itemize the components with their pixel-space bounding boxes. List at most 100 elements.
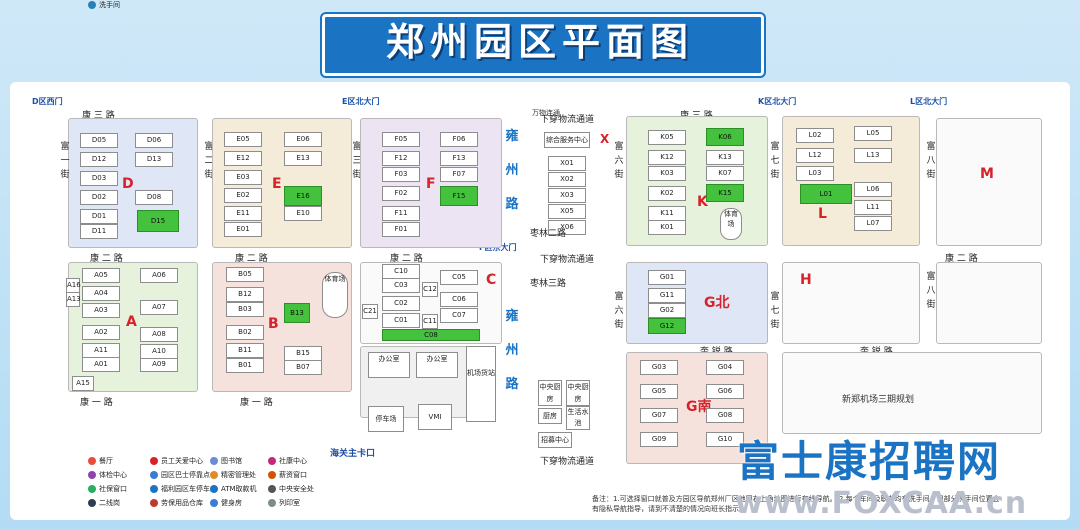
cell-e06: E06: [284, 132, 322, 147]
cell-g08: G08: [706, 408, 744, 423]
legend-label: 劳保用品仓库: [161, 499, 203, 507]
cell-k03: K03: [648, 166, 686, 181]
cell-g02: G02: [648, 303, 686, 318]
cell-k13: K13: [706, 150, 744, 165]
legend-label: 精密管理处: [221, 471, 256, 479]
cell-e05: E05: [224, 132, 262, 147]
cell-x01: X01: [548, 156, 586, 171]
cell-d12: D12: [80, 152, 118, 167]
map-note: 备注：1.可选择窗口就普及方园区导航郑州厂区地图右上角地图进行在线导航。 2.每…: [592, 495, 1000, 513]
cell-a04: A04: [82, 286, 120, 301]
road-xiachuan-north: 下穿物流通道: [540, 115, 595, 125]
zone-m-label: M: [980, 166, 994, 182]
cell-b05: B05: [226, 267, 264, 282]
sports-field-k: 体育场: [720, 208, 742, 240]
legend-item: 洗手间: [88, 0, 120, 10]
cell-f03: F03: [382, 167, 420, 182]
cell-d11: D11: [80, 224, 118, 239]
cell-a16: A16: [66, 278, 81, 293]
legend-item: 健身房: [210, 498, 242, 508]
road-fu-yi: 富 一 街: [60, 142, 70, 180]
title-banner: [322, 14, 764, 76]
cell-l01: L01: [800, 184, 852, 204]
legend-label: 中央安全处: [279, 485, 314, 493]
cell-e02: E02: [224, 188, 262, 203]
road-xiachuan-south: 下穿物流通道: [540, 457, 595, 467]
cell-f13: F13: [440, 151, 478, 166]
cell-g12: G12: [648, 318, 686, 334]
vmi-building: VMI: [418, 404, 452, 430]
cell-f12: F12: [382, 151, 420, 166]
cell-e01: E01: [224, 222, 262, 237]
legend-item: 二线岗: [88, 498, 120, 508]
cell-x05: X05: [548, 204, 586, 219]
cell-a09: A09: [140, 357, 178, 372]
legend-item: 图书馆: [210, 456, 242, 466]
cell-d01: D01: [80, 209, 118, 224]
cell-b11: B11: [226, 343, 264, 358]
cell-e10: E10: [284, 206, 322, 221]
cell-x02: X02: [548, 172, 586, 187]
cell-c11: C11: [422, 314, 438, 329]
cell-a05: A05: [82, 268, 120, 283]
cell-k07: K07: [706, 166, 744, 181]
road-zaolin-er: 枣林二路: [530, 229, 567, 239]
legend-label: 社保窗口: [99, 485, 127, 493]
cell-g09: G09: [640, 432, 678, 447]
cell-f02: F02: [382, 186, 420, 201]
legend-item: ATM取款机: [210, 484, 257, 494]
cell-l13: L13: [854, 148, 892, 163]
cell-k15: K15: [706, 184, 744, 202]
zone-x-label: X: [600, 132, 610, 146]
road-kang-er-mid: 康 二 路: [235, 254, 268, 264]
cell-c08: C08: [382, 329, 480, 341]
zone-g-south-label: G南: [686, 399, 712, 415]
legend-label: 健身房: [221, 499, 242, 507]
legend-label: 洗手间: [99, 1, 120, 9]
cell-g07: G07: [640, 408, 678, 423]
watermark-brand: 富士康招聘网: [737, 437, 1002, 486]
cell-a07: A07: [140, 300, 178, 315]
cell-f15: F15: [440, 186, 478, 206]
road-kang-er-center: 康 二 路: [390, 254, 423, 264]
legend-item: 社保窗口: [88, 484, 127, 494]
legend-marker-icon: [88, 485, 96, 493]
cell-e03: E03: [224, 170, 262, 185]
cell-e16: E16: [284, 186, 322, 206]
office-1: 办公室: [368, 352, 410, 378]
zone-l-label: L: [818, 206, 827, 222]
cell-a01: A01: [82, 357, 120, 372]
legend-item: 餐厅: [88, 456, 113, 466]
cell-l03: L03: [796, 166, 834, 181]
cell-l02: L02: [796, 128, 834, 143]
legend-label: ATM取款机: [221, 485, 257, 493]
road-fu-liu-south: 富 六 街: [614, 292, 624, 330]
legend-label: 二线岗: [99, 499, 120, 507]
cell-b01: B01: [226, 358, 264, 373]
road-yongzhou-north: 雍 州 路: [505, 129, 519, 212]
legend-label: 社康中心: [279, 457, 307, 465]
cell-a08: A08: [140, 327, 178, 342]
cell-x06: X06: [548, 220, 586, 235]
road-kang-yi-west: 康 一 路: [80, 398, 113, 408]
legend-marker-icon: [268, 485, 276, 493]
legend-item: 园区巴士停靠点: [150, 470, 210, 480]
cell-a11: A11: [82, 343, 120, 358]
page-title: 郑州园区平面图: [385, 20, 694, 64]
road-fu-ba-north: 富 八 街: [926, 142, 936, 180]
cell-f07: F07: [440, 167, 478, 182]
cell-a13: A13: [66, 292, 81, 307]
cell-g06: G06: [706, 384, 744, 399]
road-kang-san-west: 康 三 路: [82, 111, 115, 121]
cell-c05: C05: [440, 270, 478, 285]
cell-f01: F01: [382, 222, 420, 237]
legend-marker-icon: [88, 499, 96, 507]
cell-l05: L05: [854, 126, 892, 141]
legend-item: 劳保用品仓库: [150, 498, 203, 508]
legend-label: 餐厅: [99, 457, 113, 465]
wanjia-label: 万物连通: [532, 109, 560, 117]
cell-f05: F05: [382, 132, 420, 147]
cell-b13: B13: [284, 303, 310, 323]
cell-e12: E12: [224, 151, 262, 166]
cell-a03: A03: [82, 303, 120, 318]
